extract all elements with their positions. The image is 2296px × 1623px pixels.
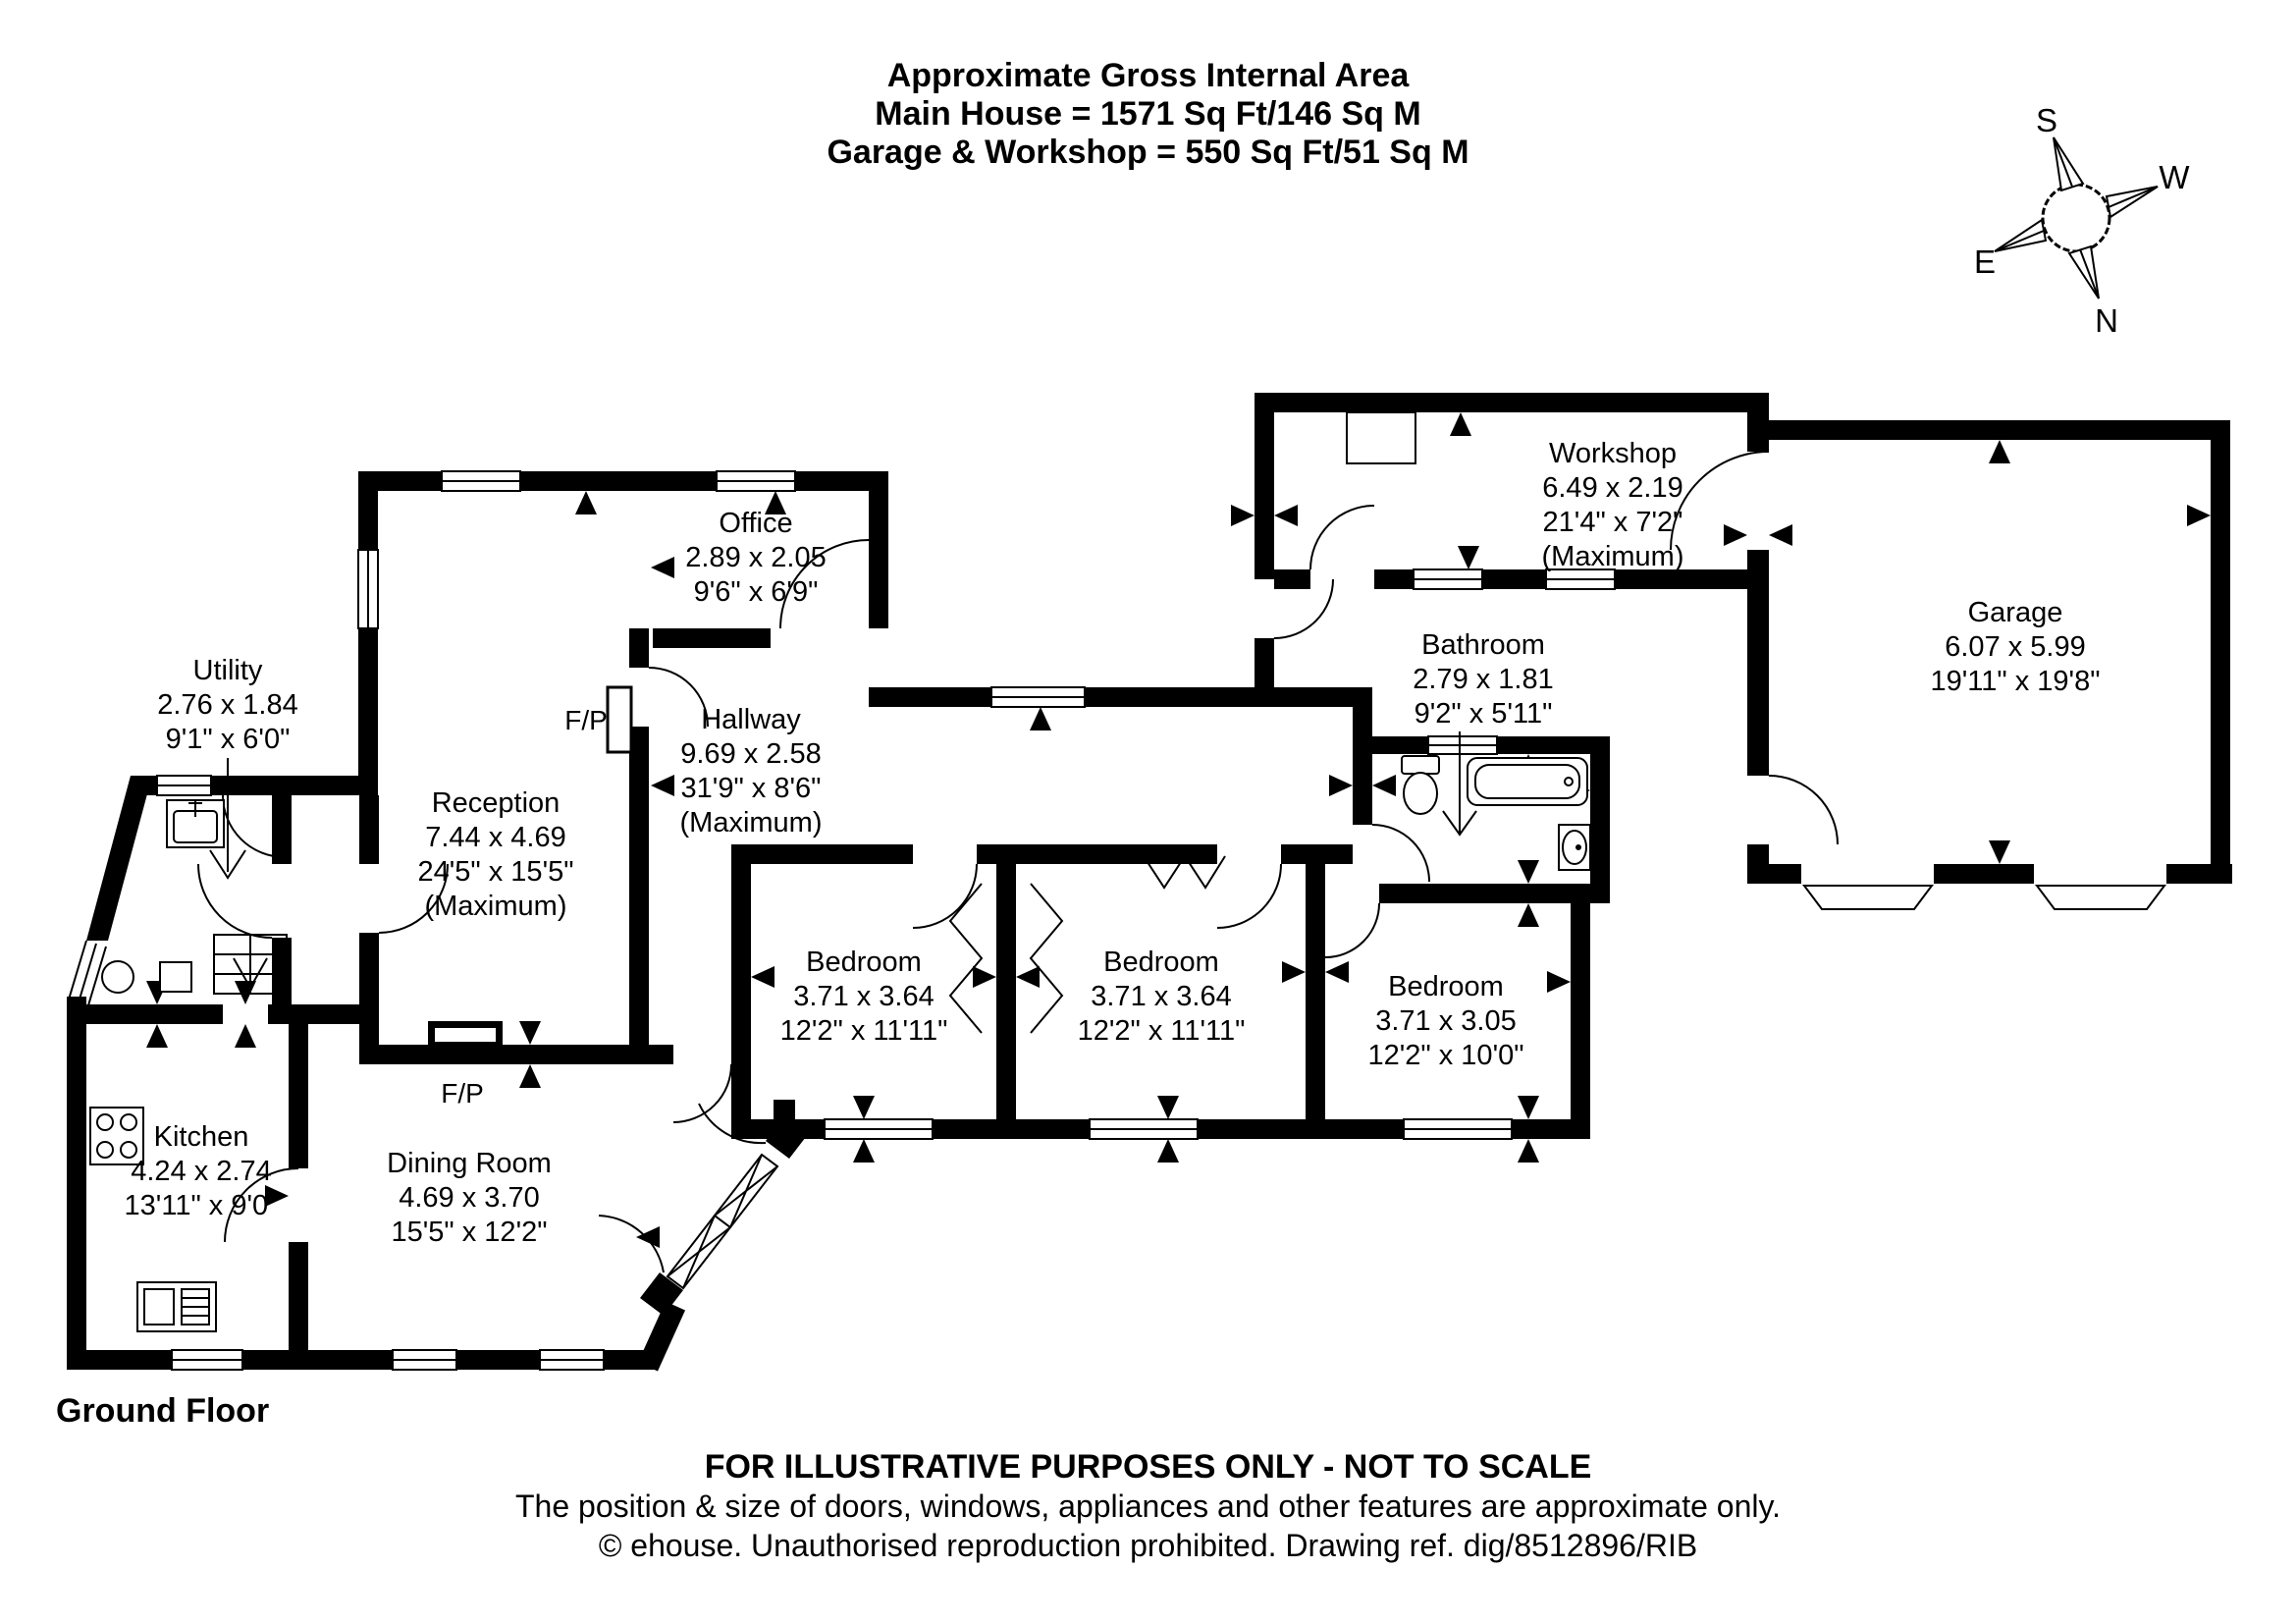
dimension-arrows: [146, 412, 2211, 1248]
compass-south-label: S: [2035, 102, 2058, 138]
room-imperial: 24'5" x 15'5": [417, 856, 574, 888]
french-doors: [666, 1153, 779, 1290]
room-name: Dining Room: [387, 1148, 552, 1179]
room-metric: 3.71 x 3.64: [1091, 981, 1232, 1012]
plan-title: Approximate Gross Internal Area Main Hou…: [0, 57, 2296, 172]
title-line-2: Main House = 1571 Sq Ft/146 Sq M: [875, 95, 1421, 133]
room-imperial: 19'11" x 19'8": [1930, 666, 2101, 697]
room-label-bathroom: Bathroom 2.79 x 1.81 9'2" x 5'11": [1413, 628, 1554, 731]
room-name: Bedroom: [1103, 947, 1219, 978]
disclaimer-line-2: The position & size of doors, windows, a…: [514, 1488, 1781, 1524]
room-metric: 6.07 x 5.99: [1945, 631, 2086, 663]
room-name: Reception: [431, 787, 561, 819]
floor-name-label: Ground Floor: [56, 1392, 270, 1430]
room-label-garage: Garage 6.07 x 5.99 19'11" x 19'8": [1930, 596, 2100, 699]
compass-icon: [1994, 136, 2159, 299]
room-metric: 2.89 x 2.05: [685, 542, 827, 573]
utility-door-hatch: [68, 940, 107, 1006]
disclaimer-line-3: © ehouse. Unauthorised reproduction proh…: [598, 1528, 1698, 1563]
title-line-3: Garage & Workshop = 550 Sq Ft/51 Sq M: [827, 134, 1469, 171]
bathtub-icon: [1467, 757, 1588, 806]
room-label-utility: Utility 2.76 x 1.84 9'1" x 6'0": [157, 654, 298, 757]
room-label-office: Office 2.89 x 2.05 9'6" x 6'9": [685, 507, 827, 610]
room-metric: 6.49 x 2.19: [1542, 472, 1683, 504]
workbench-icon: [1346, 411, 1416, 464]
room-imperial: 13'11" x 9'0": [124, 1190, 279, 1221]
room-note: (Maximum): [679, 807, 823, 839]
room-name: Office: [719, 508, 793, 539]
stairs-icon: [213, 934, 288, 995]
room-metric: 2.76 x 1.84: [157, 689, 298, 721]
room-metric: 4.24 x 2.74: [131, 1156, 272, 1187]
room-label-dining-room: Dining Room 4.69 x 3.70 15'5" x 12'2": [387, 1147, 552, 1250]
room-note: (Maximum): [1541, 541, 1684, 572]
room-imperial: 12'2" x 11'11": [1077, 1015, 1246, 1047]
disclaimer: FOR ILLUSTRATIVE PURPOSES ONLY - NOT TO …: [0, 1447, 2296, 1565]
room-name: Hallway: [701, 704, 801, 735]
leader-lines: [209, 731, 1477, 880]
room-metric: 9.69 x 2.58: [680, 738, 822, 770]
hob-icon: [89, 1107, 144, 1165]
room-label-bedroom-3: Bedroom 3.71 x 3.05 12'2" x 10'0": [1367, 970, 1523, 1073]
room-name: Utility: [192, 655, 263, 686]
fireplace-label-dining: F/P: [441, 1078, 484, 1109]
room-imperial: 21'4" x 7'2": [1542, 507, 1683, 538]
title-line-1: Approximate Gross Internal Area: [886, 57, 1410, 94]
closet-door-symbols: [948, 854, 1226, 1034]
room-label-hallway: Hallway 9.69 x 2.58 31'9" x 8'6" (Maximu…: [680, 703, 823, 840]
fireplace-reception-icon: [606, 685, 633, 754]
boiler-icon: [101, 960, 192, 994]
room-label-workshop: Workshop 6.49 x 2.19 21'4" x 7'2" (Maxim…: [1542, 437, 1684, 574]
compass-west-label: W: [2159, 159, 2190, 195]
room-name: Bedroom: [806, 947, 922, 978]
room-imperial: 12'2" x 10'0": [1367, 1040, 1524, 1071]
room-label-bedroom-1: Bedroom 3.71 x 3.64 12'2" x 11'11": [780, 946, 948, 1049]
compass-east-label: E: [1973, 243, 1997, 280]
windows: [156, 470, 1616, 1371]
kitchen-sink-icon: [136, 1281, 217, 1332]
room-name: Bedroom: [1388, 971, 1504, 1002]
room-metric: 3.71 x 3.05: [1375, 1005, 1517, 1037]
utility-sink-icon: [166, 799, 225, 848]
room-imperial: 15'5" x 12'2": [391, 1217, 548, 1248]
toilet-icon: [1401, 755, 1440, 815]
room-imperial: 9'1" x 6'0": [165, 724, 291, 755]
door-openings: [223, 452, 2166, 1242]
room-note: (Maximum): [424, 891, 567, 922]
room-label-kitchen: Kitchen 4.24 x 2.74 13'11" x 9'0": [125, 1120, 279, 1223]
fireplace-dining-icon: [428, 1021, 503, 1049]
disclaimer-line-1: FOR ILLUSTRATIVE PURPOSES ONLY - NOT TO …: [704, 1448, 1592, 1486]
garage-door-icons: [1802, 885, 2166, 910]
room-name: Workshop: [1548, 438, 1678, 469]
room-metric: 4.69 x 3.70: [399, 1182, 540, 1214]
door-arcs: [197, 451, 1839, 1273]
room-imperial: 12'2" x 11'11": [779, 1015, 948, 1047]
room-imperial: 31'9" x 8'6": [680, 773, 822, 804]
room-imperial: 9'6" x 6'9": [693, 576, 819, 608]
room-name: Kitchen: [153, 1121, 249, 1153]
basin-icon: [1558, 824, 1591, 871]
room-name: Bathroom: [1421, 629, 1545, 661]
room-label-reception: Reception 7.44 x 4.69 24'5" x 15'5" (Max…: [417, 786, 573, 924]
compass-north-label: N: [2095, 302, 2118, 339]
room-imperial: 9'2" x 5'11": [1414, 698, 1553, 730]
room-metric: 3.71 x 3.64: [793, 981, 934, 1012]
room-label-bedroom-2: Bedroom 3.71 x 3.64 12'2" x 11'11": [1078, 946, 1246, 1049]
room-metric: 2.79 x 1.81: [1413, 664, 1554, 695]
room-metric: 7.44 x 4.69: [425, 822, 566, 853]
fireplace-label-reception: F/P: [564, 705, 608, 735]
room-name: Garage: [1967, 597, 2063, 628]
